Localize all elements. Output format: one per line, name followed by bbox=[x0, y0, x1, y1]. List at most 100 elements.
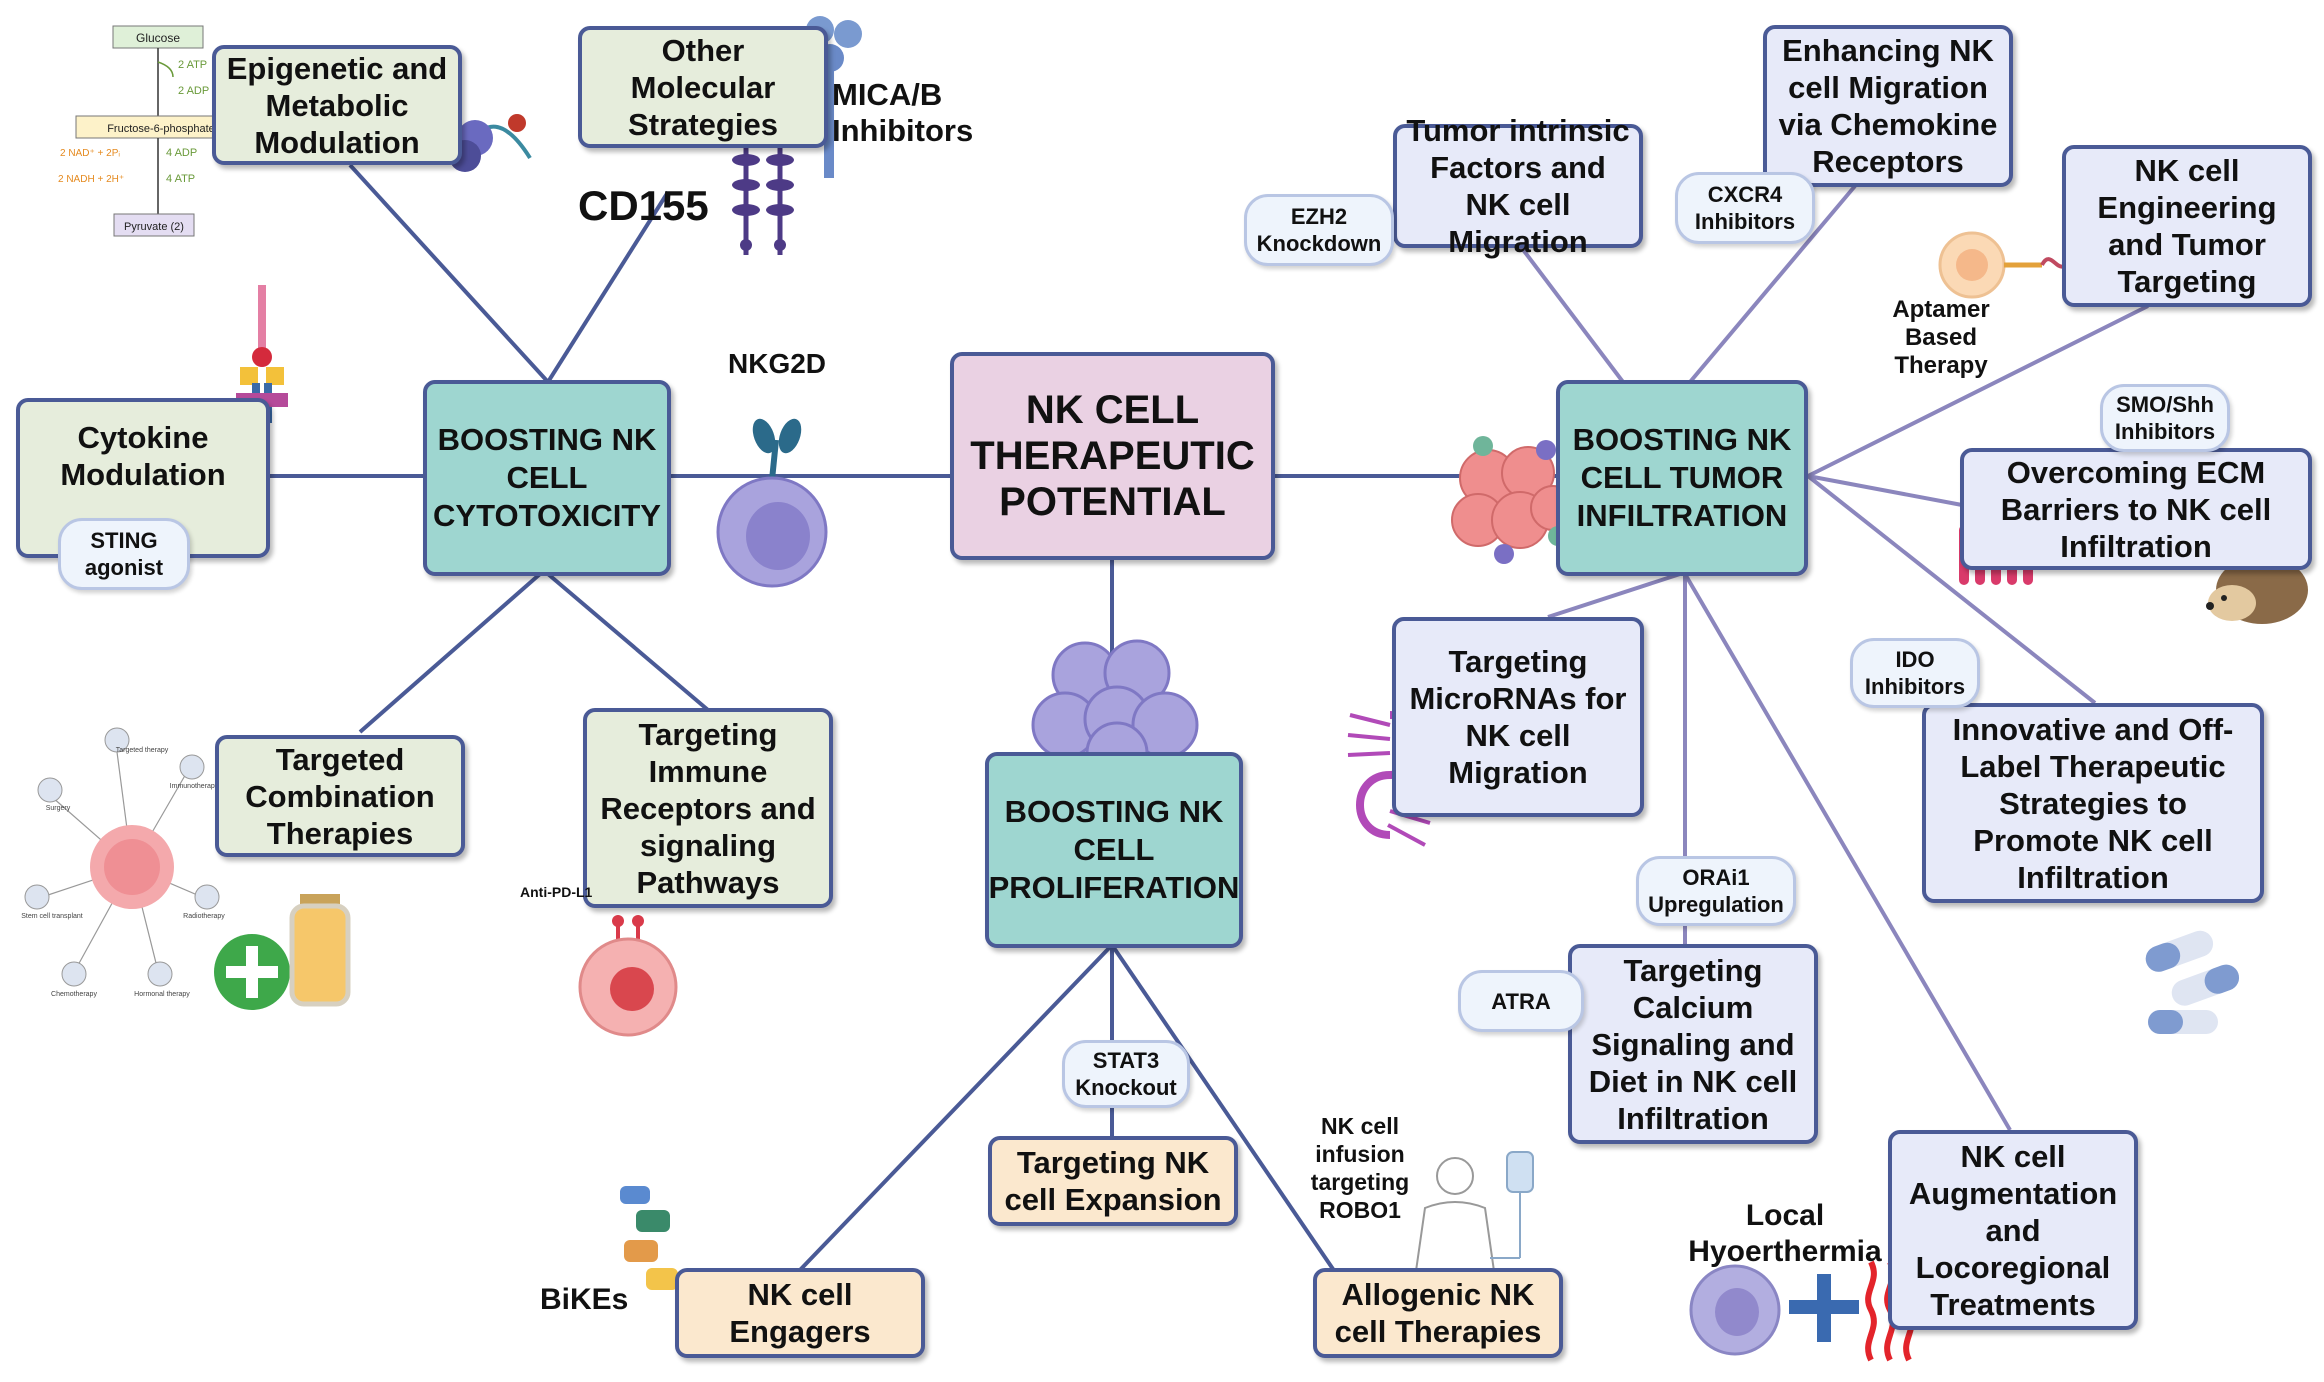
branch-ecm-label: Overcoming ECM Barriers to NK cell Infil… bbox=[2000, 454, 2272, 564]
pill-atra-label: ATRA bbox=[1491, 988, 1551, 1014]
branch-allogenic-therapies: Allogenic NK cell Therapies bbox=[1313, 1268, 1563, 1358]
branch-immune-receptors-label: Targeting Immune Receptors and signaling… bbox=[600, 716, 816, 900]
branch-engagers-label: NK cell Engagers bbox=[729, 1277, 871, 1349]
branch-tumor-intrinsic-label: Tumor intrinsic Factors and NK cell Migr… bbox=[1406, 113, 1630, 259]
nadh-label: 2 NADH + 2H⁺ bbox=[58, 174, 124, 185]
pill-sting-label: STING agonist bbox=[84, 528, 164, 580]
connector-cyto-other bbox=[546, 190, 670, 384]
label-nkg2d: NKG2D bbox=[728, 348, 826, 380]
label-anti-pd-l1-text: Anti-PD-L1 bbox=[520, 884, 593, 900]
label-nkg2d-text: NKG2D bbox=[728, 348, 827, 379]
label-bikes-text: BiKEs bbox=[540, 1283, 629, 1316]
connector-infil-micrornas bbox=[1547, 572, 1681, 619]
wheel-immuno-label: Immunotherapy bbox=[170, 783, 219, 790]
branch-epigenetic-label: Epigenetic and Metabolic Modulation bbox=[226, 50, 448, 160]
pill-stat3-label: STAT3 Knockout bbox=[1075, 1048, 1177, 1100]
pill-cxcr4-label: CXCR4 Inhibitors bbox=[1694, 182, 1796, 234]
pill-ido-inhibitors: IDO Inhibitors bbox=[1850, 638, 1980, 708]
connector-cyto-immune bbox=[546, 572, 710, 712]
center-node: NK CELL THERAPEUTIC POTENTIAL bbox=[950, 352, 1275, 560]
wheel-hormonal-label: Hormonal therapy bbox=[134, 991, 190, 998]
nad-label: 2 NAD⁺ + 2Pᵢ bbox=[60, 148, 120, 159]
branch-augmentation-label: NK cell Augmentation and Locoregional Tr… bbox=[1908, 1138, 2118, 1322]
branch-calcium-label: Targeting Calcium Signaling and Diet in … bbox=[1588, 952, 1798, 1136]
branch-off-label-label: Innovative and Off-Label Therapeutic Str… bbox=[1952, 711, 2234, 895]
pill-orai1-upregulation: ORAi1 Upregulation bbox=[1636, 856, 1796, 926]
label-cd155: CD155 bbox=[578, 182, 709, 230]
tumor-cluster-icon bbox=[1451, 436, 1576, 564]
label-aptamer-text: Aptamer Based Therapy bbox=[1892, 296, 1990, 379]
branch-targeted-combination-label: Targeted Combination Therapies bbox=[245, 741, 435, 851]
center-title: NK CELL THERAPEUTIC POTENTIAL bbox=[970, 388, 1255, 524]
label-aptamer-therapy: Aptamer Based Therapy bbox=[1882, 296, 2000, 380]
patient-infusion-icon bbox=[1414, 1151, 1534, 1279]
glycolysis-pathway-illustration: Glucose 2 ATP 2 ADP Fructose-6-phosphate… bbox=[58, 25, 247, 237]
wheel-targeted-label: Targeted therapy bbox=[116, 747, 169, 754]
branch-engineering-label: NK cell Engineering and Tumor Targeting bbox=[2097, 153, 2277, 299]
branch-targeting-expansion: Targeting NK cell Expansion bbox=[988, 1136, 1238, 1226]
branch-tumor-intrinsic: Tumor intrinsic Factors and NK cell Migr… bbox=[1393, 113, 1643, 259]
branch-other-molecular: Other Molecular Strategies bbox=[578, 26, 828, 148]
branch-micrornas-label: Targeting MicroRNAs for NK cell Migratio… bbox=[1409, 644, 1627, 790]
glucose-label: Glucose bbox=[136, 31, 180, 45]
label-hyperthermia-text: Local Hyoerthermia bbox=[1688, 1199, 1882, 1268]
bike-molecule-icon bbox=[620, 1186, 678, 1290]
branch-allogenic-label: Allogenic NK cell Therapies bbox=[1334, 1277, 1542, 1349]
branch-augmentation-locoregional: NK cell Augmentation and Locoregional Tr… bbox=[1888, 1130, 2138, 1330]
branch-immune-receptors: Targeting Immune Receptors and signaling… bbox=[583, 708, 833, 908]
pill-ezh2-label: EZH2 Knockdown bbox=[1256, 204, 1382, 256]
capsule-pills-icon bbox=[2145, 930, 2240, 1034]
hub-cytotoxicity-label: BOOSTING NK CELL CYTOTOXICITY bbox=[433, 422, 661, 533]
hub-proliferation: BOOSTING NK CELL PROLIFERATION bbox=[985, 752, 1243, 948]
adp-in-label: 4 ADP bbox=[166, 147, 197, 159]
pill-stat3-knockout: STAT3 Knockout bbox=[1062, 1040, 1190, 1108]
branch-micrornas: Targeting MicroRNAs for NK cell Migratio… bbox=[1392, 617, 1644, 817]
pill-ido-label: IDO Inhibitors bbox=[1864, 647, 1966, 699]
pill-cxcr4-inhibitors: CXCR4 Inhibitors bbox=[1675, 172, 1815, 244]
label-mica-b-inhibitors: MICA/B Inhibitors bbox=[832, 77, 992, 149]
branch-nk-engagers: NK cell Engagers bbox=[675, 1268, 925, 1358]
nk-cell-nkg2d-icon bbox=[716, 418, 828, 588]
atp-in-label: 2 ATP bbox=[178, 59, 207, 71]
connector-infil-engineering bbox=[1807, 304, 2149, 478]
wheel-radio-label: Radiotherapy bbox=[183, 913, 225, 920]
hedgehog-icon bbox=[2206, 556, 2308, 624]
branch-chemokine-receptors: Enhancing NK cell Migration via Chemokin… bbox=[1763, 25, 2013, 187]
pyruvate-label: Pyruvate (2) bbox=[124, 221, 184, 233]
f6p-label: Fructose-6-phosphate bbox=[107, 123, 215, 135]
label-infusion-robo1: NK cell infusion targeting ROBO1 bbox=[1300, 1112, 1420, 1224]
connector-prolif-allogenic bbox=[1110, 943, 1337, 1274]
cd155-receptor-icon bbox=[732, 145, 794, 255]
pill-smo-label: SMO/Shh Inhibitors bbox=[2114, 392, 2216, 444]
branch-calcium-signaling: Targeting Calcium Signaling and Diet in … bbox=[1568, 944, 1818, 1144]
connector-infil-ecm bbox=[1807, 474, 1963, 507]
label-mica-text: MICA/B Inhibitors bbox=[832, 77, 974, 148]
pill-ezh2-knockdown: EZH2 Knockdown bbox=[1244, 194, 1394, 266]
hyperthermia-icon bbox=[1689, 1260, 1915, 1362]
adp-out-label: 2 ADP bbox=[178, 85, 209, 97]
connector-prolif-engagers bbox=[798, 943, 1114, 1272]
branch-cytokine-label: Cytokine Modulation bbox=[60, 420, 226, 492]
wheel-stem-label: Stem cell transplant bbox=[21, 913, 83, 920]
label-infusion-text: NK cell infusion targeting ROBO1 bbox=[1310, 1113, 1410, 1223]
label-cd155-text: CD155 bbox=[578, 182, 709, 229]
label-local-hyperthermia: Local Hyoerthermia bbox=[1680, 1198, 1890, 1270]
connector-infil-tumor-intrinsic bbox=[1516, 241, 1625, 384]
proliferating-cell-cluster-icon bbox=[1031, 639, 1199, 785]
pill-orai1-label: ORAi1 Upregulation bbox=[1648, 865, 1784, 917]
connector-cyto-targeted bbox=[358, 572, 542, 734]
branch-epigenetic-metabolic: Epigenetic and Metabolic Modulation bbox=[212, 45, 462, 165]
pill-smo-shh-inhibitors: SMO/Shh Inhibitors bbox=[2100, 384, 2230, 452]
branch-nk-engineering: NK cell Engineering and Tumor Targeting bbox=[2062, 145, 2312, 307]
branch-chemokine-label: Enhancing NK cell Migration via Chemokin… bbox=[1778, 33, 1998, 179]
connector-infil-augmentation bbox=[1683, 572, 2012, 1132]
branch-expansion-label: Targeting NK cell Expansion bbox=[1004, 1145, 1222, 1217]
connector-infil-chemokine bbox=[1688, 184, 1857, 384]
label-anti-pd-l1: Anti-PD-L1 bbox=[520, 884, 592, 900]
pill-atra: ATRA bbox=[1458, 970, 1584, 1032]
branch-ecm-barriers: Overcoming ECM Barriers to NK cell Infil… bbox=[1960, 448, 2312, 570]
combination-plus-icon bbox=[214, 894, 351, 1010]
hub-proliferation-label: BOOSTING NK CELL PROLIFERATION bbox=[988, 794, 1240, 905]
